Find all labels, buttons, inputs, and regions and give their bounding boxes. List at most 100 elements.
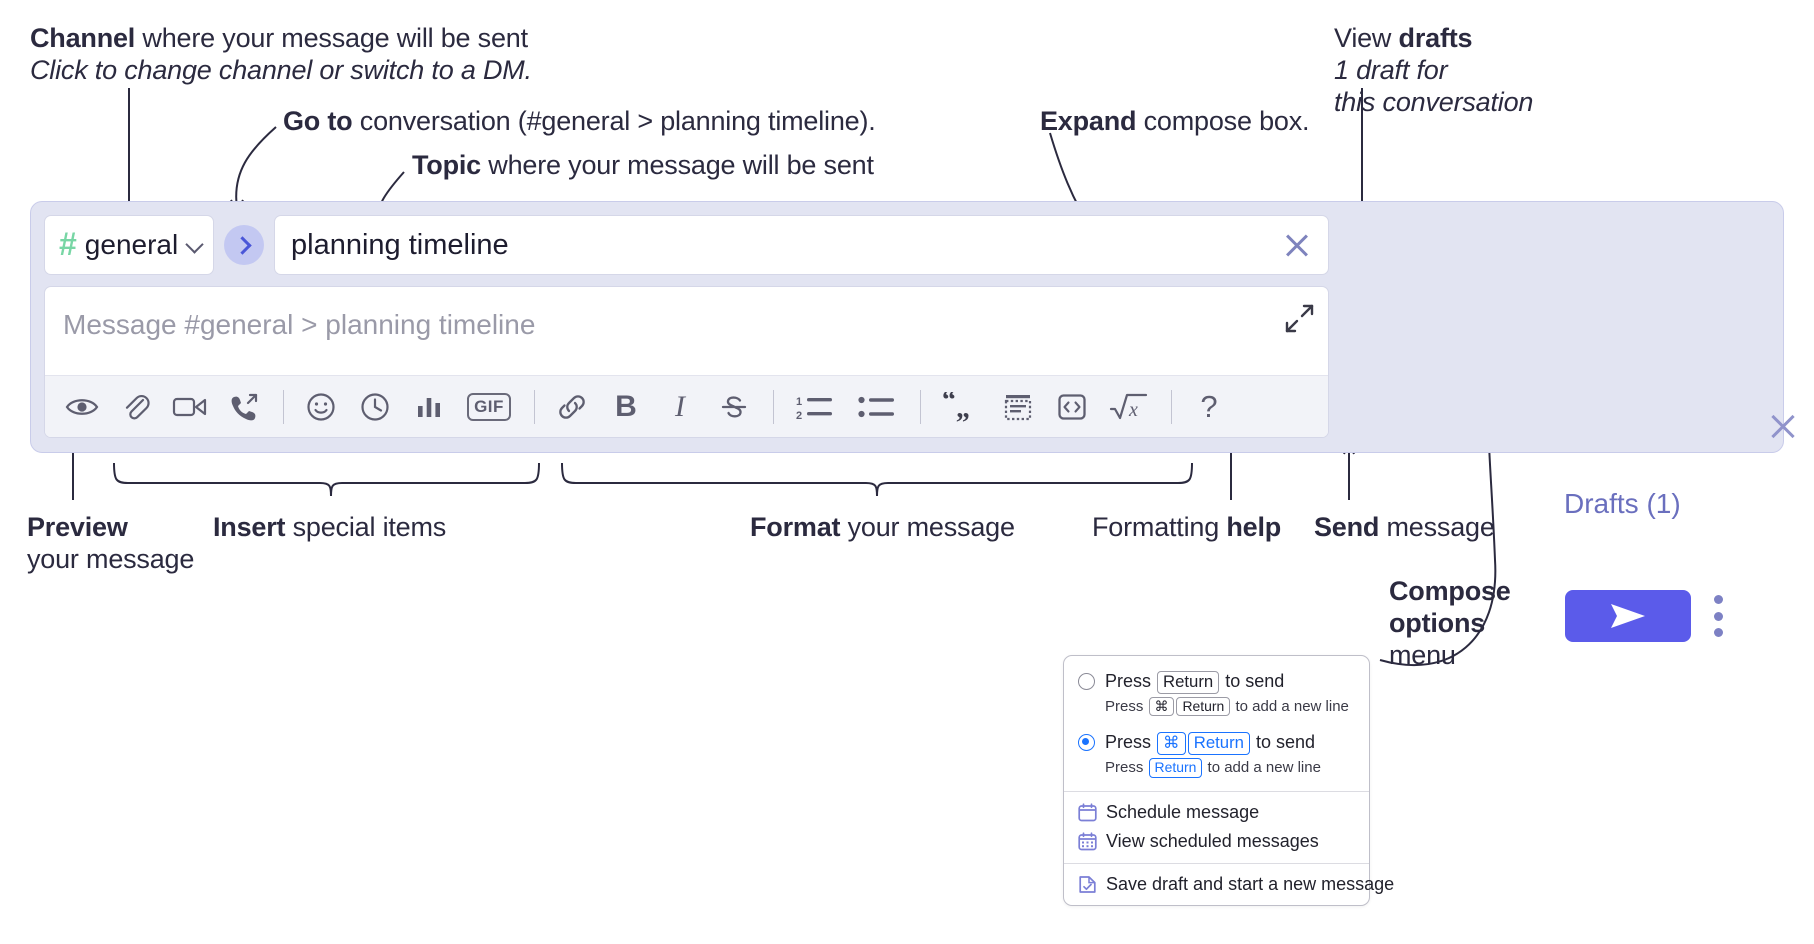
menu-divider bbox=[1064, 863, 1369, 865]
attach-button[interactable] bbox=[113, 384, 159, 430]
emoji-button[interactable] bbox=[298, 384, 344, 430]
option-2-sub-pre: Press bbox=[1105, 759, 1148, 777]
close-icon[interactable] bbox=[1280, 228, 1314, 262]
annotation-expand: Expand compose box. bbox=[1040, 106, 1310, 138]
annotation-compose-options-l3: menu bbox=[1389, 639, 1456, 670]
clock-icon bbox=[361, 392, 389, 421]
document-check-icon bbox=[1079, 876, 1096, 894]
option-1-post: to send bbox=[1220, 671, 1285, 691]
channel-selector-button[interactable]: # general bbox=[44, 215, 214, 275]
svg-text:„: „ bbox=[956, 393, 970, 422]
strikethrough-icon bbox=[721, 395, 747, 417]
menu-item-save-draft[interactable]: Save draft and start a new message bbox=[1064, 870, 1394, 899]
code-inline-button[interactable] bbox=[1049, 384, 1095, 430]
hash-icon: # bbox=[59, 226, 77, 262]
svg-text:“: “ bbox=[942, 392, 956, 416]
option-1-sub-post: to add a new line bbox=[1231, 697, 1349, 715]
annotation-expand-rest: compose box. bbox=[1136, 106, 1310, 136]
math-button[interactable]: x bbox=[1103, 384, 1155, 430]
key-command: ⌘ bbox=[1157, 732, 1186, 756]
key-return: Return bbox=[1157, 671, 1220, 694]
annotation-goto: Go to conversation (#general > planning … bbox=[283, 106, 876, 138]
video-clip-button[interactable] bbox=[167, 384, 213, 430]
italic-button[interactable]: I bbox=[657, 384, 703, 430]
bulleted-list-button[interactable] bbox=[850, 384, 904, 430]
smiley-icon bbox=[307, 392, 335, 421]
annotation-topic-bold: Topic bbox=[412, 150, 481, 180]
drafts-link[interactable]: Drafts (1) bbox=[1564, 488, 1681, 519]
option-1-pre: Press bbox=[1105, 671, 1157, 691]
audio-clip-button[interactable] bbox=[221, 384, 267, 430]
send-message-button[interactable] bbox=[1565, 590, 1691, 642]
link-icon bbox=[559, 394, 585, 419]
compose-options-menu: Press Return to send Press ⌘Return to ad… bbox=[1063, 655, 1394, 907]
compose-inner: # general planning timeline Message #gen… bbox=[44, 214, 1329, 440]
formatting-help-button[interactable]: ? bbox=[1186, 384, 1232, 430]
option-1-sub-pre: Press bbox=[1105, 697, 1148, 715]
menu-option-return-to-send[interactable]: Press Return to send bbox=[1064, 666, 1369, 694]
bulleted-list-icon bbox=[858, 396, 894, 417]
menu-option-cmd-return-to-send[interactable]: Press ⌘Return to send bbox=[1064, 727, 1369, 756]
radio-button[interactable] bbox=[1078, 673, 1095, 690]
kebab-dot bbox=[1713, 595, 1723, 604]
code-block-button[interactable] bbox=[995, 384, 1041, 430]
formatting-toolbar: GIF B I bbox=[45, 375, 1328, 437]
blockquote-button[interactable]: “ „ bbox=[935, 384, 987, 430]
menu-item-label: View scheduled messages bbox=[1106, 831, 1319, 852]
option-2-post: to send bbox=[1250, 732, 1316, 753]
annotation-preview: Preview your message bbox=[27, 512, 194, 576]
reminder-button[interactable] bbox=[352, 384, 398, 430]
code-block-icon bbox=[1004, 394, 1032, 420]
toolbar-divider bbox=[773, 389, 774, 424]
math-icon: x bbox=[1109, 393, 1148, 421]
message-placeholder: Message #general > planning timeline bbox=[63, 309, 536, 340]
menu-item-view-scheduled-messages[interactable]: View scheduled messages bbox=[1064, 827, 1369, 856]
poll-button[interactable] bbox=[406, 384, 452, 430]
annotation-insert-rest: special items bbox=[285, 512, 447, 542]
compose-panel: Drafts (1) # general planning timeline bbox=[30, 201, 1784, 642]
annotation-send-rest: message bbox=[1379, 512, 1495, 542]
preview-button[interactable] bbox=[59, 384, 105, 430]
ordered-list-icon: 1 2 bbox=[796, 396, 832, 421]
bold-button[interactable]: B bbox=[603, 384, 649, 430]
menu-item-schedule-message[interactable]: Schedule message bbox=[1064, 798, 1369, 827]
toolbar-divider bbox=[1171, 389, 1172, 424]
bar-chart-icon bbox=[418, 397, 440, 417]
annotation-insert-bold: Insert bbox=[213, 512, 286, 542]
phone-forward-icon bbox=[231, 393, 258, 420]
calendar-grid-icon bbox=[1078, 832, 1097, 851]
topic-field[interactable]: planning timeline bbox=[274, 215, 1329, 275]
kebab-dot bbox=[1713, 628, 1723, 637]
blockquote-icon: “ „ bbox=[942, 392, 970, 422]
annotation-channel: Channel where your message will be sent … bbox=[30, 23, 532, 87]
gif-button[interactable]: GIF bbox=[460, 384, 518, 430]
message-input-box[interactable]: Message #general > planning timeline bbox=[44, 286, 1329, 438]
svg-text:2: 2 bbox=[796, 410, 802, 421]
option-1-sub: Press ⌘Return to add a new line bbox=[1064, 694, 1369, 723]
link-button[interactable] bbox=[549, 384, 595, 430]
video-camera-icon bbox=[172, 397, 207, 416]
kebab-dot bbox=[1713, 611, 1723, 621]
expand-compose-button[interactable] bbox=[1284, 303, 1314, 333]
annotation-insert: Insert special items bbox=[213, 512, 446, 544]
annotation-drafts-line1: 1 draft for bbox=[1334, 54, 1448, 85]
radio-button-selected[interactable] bbox=[1078, 734, 1095, 752]
toolbar-divider bbox=[534, 389, 535, 424]
menu-divider bbox=[1064, 791, 1369, 793]
annotation-drafts-pre: View bbox=[1334, 23, 1399, 53]
close-panel-button[interactable] bbox=[1766, 410, 1800, 444]
menu-item-label: Schedule message bbox=[1106, 802, 1260, 823]
compose-options-button[interactable] bbox=[1711, 592, 1725, 640]
toolbar-divider bbox=[283, 389, 284, 424]
goto-conversation-button[interactable] bbox=[224, 225, 264, 265]
annotation-topic-rest: where your message will be sent bbox=[481, 150, 874, 180]
italic-icon: I bbox=[675, 389, 685, 423]
annotation-drafts-bold: drafts bbox=[1398, 23, 1473, 53]
annotation-topic: Topic where your message will be sent bbox=[412, 150, 874, 182]
svg-text:1: 1 bbox=[796, 396, 802, 408]
gif-label: GIF bbox=[467, 392, 511, 421]
ordered-list-button[interactable]: 1 2 bbox=[788, 384, 842, 430]
annotation-drafts-line2: this conversation bbox=[1334, 86, 1534, 117]
annotation-send-bold: Send bbox=[1314, 512, 1380, 542]
strikethrough-button[interactable] bbox=[711, 384, 757, 430]
